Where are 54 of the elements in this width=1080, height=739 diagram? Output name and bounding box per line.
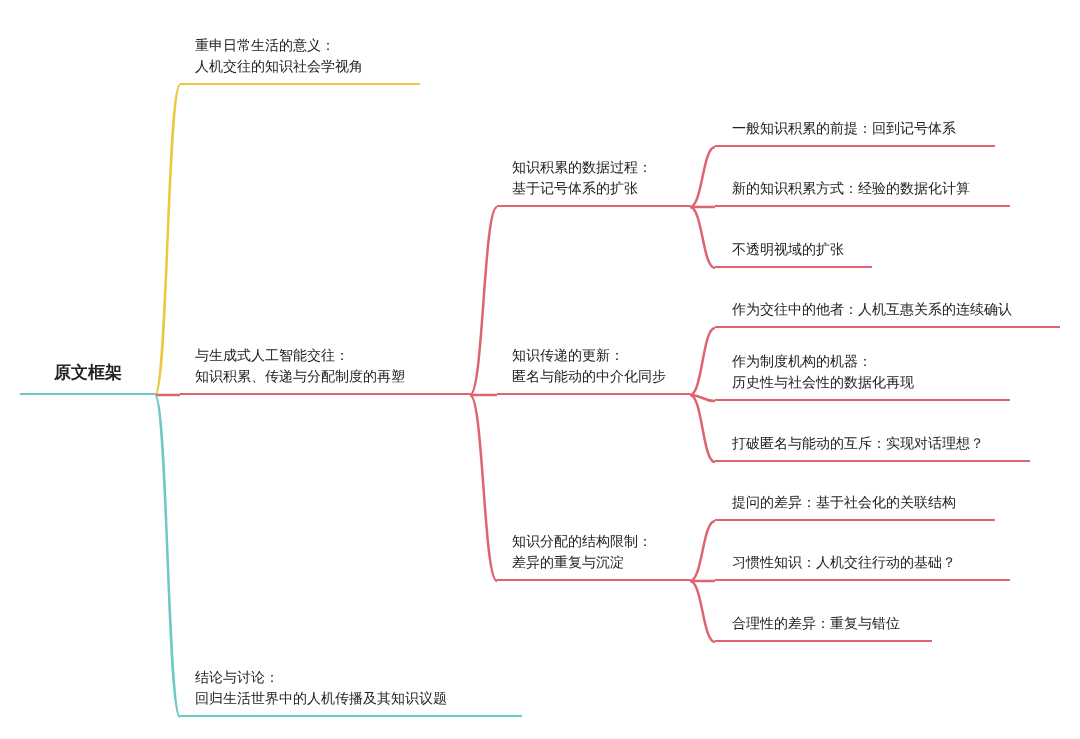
- topic-text: 人机交往的知识社会学视角: [195, 57, 364, 76]
- topic-text: 知识传递的更新：: [512, 346, 625, 365]
- topic-text: 基于记号体系的扩张: [512, 179, 639, 198]
- topic-text: 历史性与社会性的数据化再现: [732, 373, 915, 392]
- topic-text: 知识积累、传递与分配制度的再塑: [195, 367, 406, 386]
- topic-text: 知识分配的结构限制：: [512, 532, 653, 551]
- topic-text: 回归生活世界中的人机传播及其知识议题: [195, 689, 448, 708]
- branch-line: [689, 205, 716, 270]
- topic-underline: [180, 667, 522, 717]
- topic-underline: [715, 552, 1010, 581]
- topic-text: 提问的差异：基于社会化的关联结构: [732, 493, 957, 512]
- topic-underline: [715, 239, 872, 268]
- topic-text: 习惯性知识：人机交往行动的基础？: [732, 553, 957, 572]
- branch-line: [690, 205, 715, 209]
- topic-text: 结论与讨论：: [195, 668, 280, 687]
- branch-line: [689, 579, 716, 644]
- topic-text: 差异的重复与沉淀: [512, 553, 625, 572]
- topic-underline: [180, 345, 470, 395]
- branch-line: [689, 393, 716, 464]
- topic-underline: [715, 118, 995, 147]
- topic-underline: [715, 299, 1060, 328]
- topic-text: 知识积累的数据过程：: [512, 158, 653, 177]
- topic-text: 合理性的差异：重复与错位: [732, 614, 901, 633]
- branch-line: [469, 394, 498, 582]
- topic-underline: [715, 433, 1030, 462]
- topic-text: 作为交往中的他者：人机互惠关系的连续确认: [732, 300, 1013, 319]
- topic-underline: [497, 345, 690, 395]
- topic-text: 匿名与能动的中介化同步: [512, 367, 667, 386]
- topic-underline: [715, 351, 1010, 401]
- root-topic-underline: [20, 362, 155, 395]
- topic-underline: [715, 492, 995, 521]
- branch-line: [470, 393, 497, 397]
- topic-text: 重申日常生活的意义：: [195, 36, 336, 55]
- topic-underline: [497, 157, 690, 207]
- branch-line: [689, 326, 716, 397]
- topic-text: 作为制度机构的机器：: [732, 352, 873, 371]
- branch-line: [689, 145, 716, 209]
- topic-underline: [497, 531, 690, 581]
- branch-line: [689, 519, 716, 583]
- branch-line: [153, 394, 182, 718]
- topic-text: 不透明视域的扩张: [732, 240, 845, 259]
- branch-line: [153, 84, 182, 396]
- topic-text: 原文框架: [52, 362, 123, 383]
- topic-text: 与生成式人工智能交往：: [195, 346, 350, 365]
- topic-underline: [715, 613, 932, 642]
- topic-text: 打破匿名与能动的互斥：实现对话理想？: [732, 434, 985, 453]
- branch-line: [155, 393, 180, 397]
- topic-text: 新的知识积累方式：经验的数据化计算: [732, 179, 971, 198]
- topic-text: 一般知识积累的前提：回到记号体系: [732, 119, 957, 138]
- branch-line: [469, 206, 498, 396]
- branch-line: [689, 393, 716, 403]
- topic-underline: [180, 35, 420, 85]
- branch-line: [690, 579, 715, 583]
- topic-underline: [715, 178, 1010, 207]
